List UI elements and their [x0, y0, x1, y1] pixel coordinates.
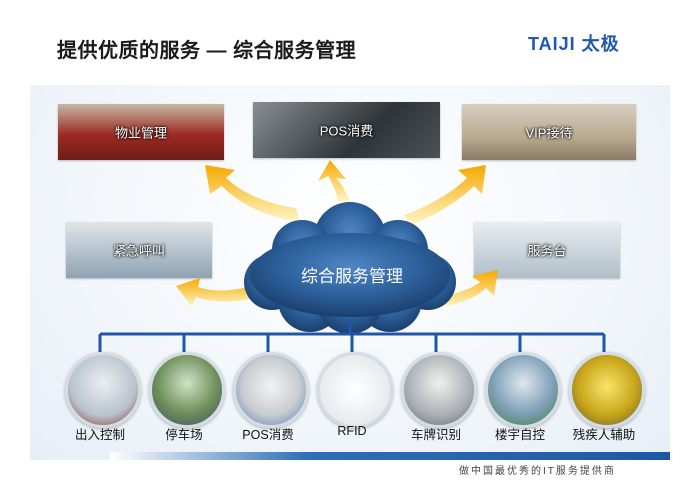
label-vip: VIP接待 [525, 125, 573, 141]
photo-pos: POS消费 [253, 102, 440, 158]
subsystem-label: RFID [337, 424, 367, 438]
subsystem-label: 停车场 [165, 428, 203, 442]
subsystem-label: 残疾人辅助 [572, 428, 636, 442]
photo-vip: VIP接待 [462, 104, 636, 160]
circle-accessibility [569, 352, 645, 428]
logo-cn: 太极 [581, 34, 620, 54]
footer-bar [110, 452, 670, 460]
label-property-management: 物业管理 [114, 125, 167, 141]
cloud-shape [244, 202, 456, 334]
subsystem-label: 楼宇自控 [494, 428, 545, 442]
circle-rfid [317, 352, 393, 428]
arrow-to-vip [404, 165, 486, 225]
logo-latin: TAIJI [528, 34, 576, 54]
arrow-to-pos [318, 160, 350, 202]
photo-emergency-call: 紧急呼叫 [66, 222, 212, 278]
label-pos: POS消费 [319, 123, 374, 139]
arrow-to-property [205, 165, 300, 222]
arrow-to-emergency [176, 278, 258, 307]
circle-parking [149, 352, 225, 428]
label-service-desk: 服务台 [527, 243, 567, 259]
photo-property-management: 物业管理 [58, 104, 224, 160]
subsystem-label: 车牌识别 [410, 428, 461, 442]
circle-pos [233, 352, 309, 428]
circle-access-control [65, 352, 141, 428]
circle-building-automation [485, 352, 561, 428]
subsystem-label: 出入控制 [74, 428, 125, 442]
photo-service-desk: 服务台 [474, 222, 620, 278]
circle-plate-recognition [401, 352, 477, 428]
center-label: 综合服务管理 [301, 267, 403, 286]
label-emergency-call: 紧急呼叫 [112, 243, 165, 259]
page-title: 提供优质的服务 — 综合服务管理 [57, 40, 357, 62]
footer-slogan: 做中国最优秀的IT服务提供商 [459, 466, 616, 477]
subsystem-label: POS消费 [242, 428, 294, 442]
